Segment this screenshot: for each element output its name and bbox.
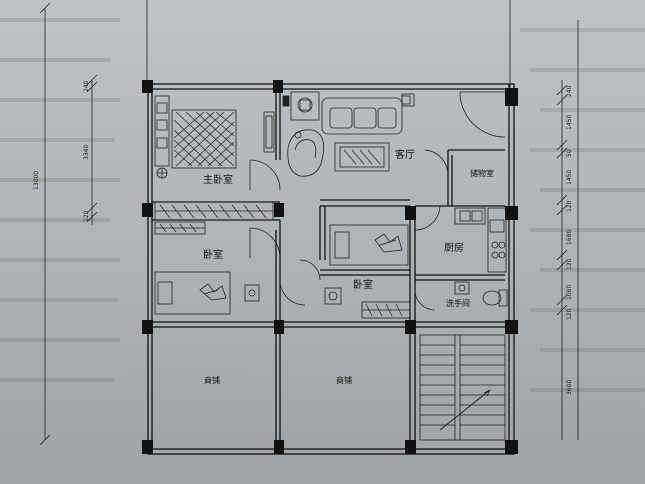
structural-columns <box>142 80 518 454</box>
dim-left-low: 120 <box>83 210 90 222</box>
master-wardrobe-left <box>154 95 170 179</box>
dim-right-2: 1450 <box>566 115 573 130</box>
label-shop-right: 商铺 <box>336 375 352 385</box>
dim-right-4: 1450 <box>566 170 573 185</box>
dim-right-8: 1080 <box>566 285 573 300</box>
label-kitchen: 厨房 <box>444 241 464 254</box>
closet-hatch-bottom <box>361 301 411 319</box>
master-cabinet <box>263 111 275 153</box>
dim-right-7: 120 <box>566 258 573 270</box>
dim-left-top: 240 <box>83 80 90 92</box>
master-bed <box>171 109 237 169</box>
dim-left-mid: 3340 <box>83 145 90 160</box>
closet-hatch-mid <box>154 221 206 235</box>
closet-hatch-top <box>154 201 274 221</box>
coffee-table-rug <box>334 142 390 172</box>
page-texture <box>0 18 645 392</box>
label-shop-left: 商铺 <box>204 375 220 385</box>
interior-walls <box>152 93 510 449</box>
door-swings <box>249 91 506 311</box>
left-dimension-chain: 13000 240 3340 120 <box>33 2 98 446</box>
bedroom-center-desk <box>324 287 342 305</box>
tv-unit <box>282 91 320 121</box>
outer-walls <box>147 83 515 455</box>
armchair <box>287 129 325 177</box>
washbasin <box>454 281 470 295</box>
label-living-room: 客厅 <box>395 148 415 161</box>
label-bathroom: 洗手间 <box>446 298 470 308</box>
dim-right-5: 120 <box>566 200 573 212</box>
dim-right-10: 3600 <box>566 380 573 395</box>
toilet <box>482 289 508 307</box>
property-lines <box>146 0 511 88</box>
bedroom-center-bed <box>329 224 409 266</box>
dim-left-total: 13000 <box>33 171 40 190</box>
dim-right-3: 50 <box>566 149 573 157</box>
bedroom-left-bed <box>154 271 231 315</box>
dim-right-1: 240 <box>566 85 573 97</box>
right-dimension-chain: 240 1450 50 1450 120 1680 120 1080 120 3… <box>556 20 579 440</box>
label-storage: 储物室 <box>470 168 494 178</box>
label-bedroom-center: 卧室 <box>353 278 373 291</box>
staircase <box>419 334 506 441</box>
bedroom-left-desk <box>244 284 260 302</box>
dim-right-9: 120 <box>566 308 573 320</box>
label-master-bedroom: 主卧室 <box>203 173 233 186</box>
living-sofa <box>321 93 415 135</box>
dim-right-6: 1680 <box>566 230 573 245</box>
label-bedroom-left: 卧室 <box>203 248 223 261</box>
kitchen-counter <box>454 207 507 273</box>
